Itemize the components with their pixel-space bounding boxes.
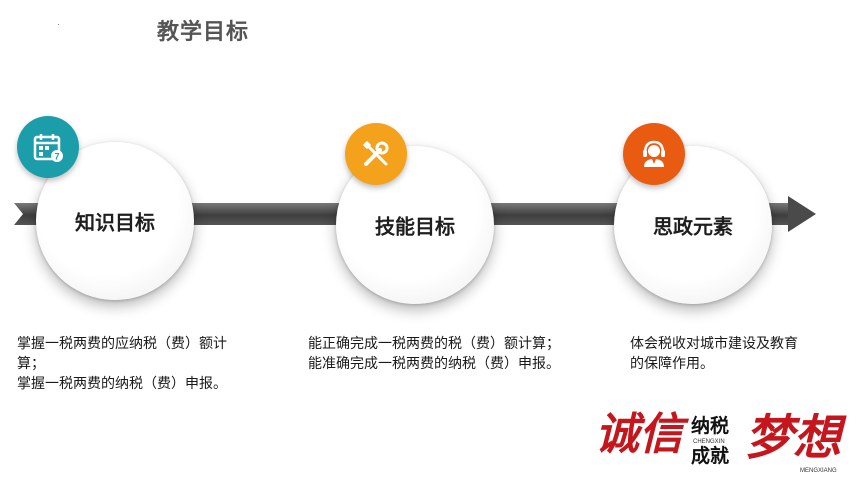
logo-left-big: 诚信 <box>595 409 689 460</box>
svg-text:7: 7 <box>54 152 59 162</box>
desc-line: 体会税收对城市建设及教育 <box>630 336 798 352</box>
support-agent-icon <box>623 123 685 185</box>
logo-right-big: 梦想 <box>745 410 847 466</box>
page-title: 教学目标 <box>157 20 250 45</box>
goal-desc-knowledge: 掌握一税两费的应纳税（费）额计 算； 掌握一税两费的纳税（费）申报。 <box>17 334 227 394</box>
timeline-arrow-head <box>788 196 816 232</box>
logo-middle-pinyin: CHENGXIN <box>693 439 725 445</box>
desc-line: 能准确完成一税两费的纳税（费）申报。 <box>308 356 560 372</box>
goal-desc-skill: 能正确完成一税两费的税（费）额计算； 能准确完成一税两费的纳税（费）申报。 <box>308 334 560 374</box>
tools-icon <box>345 123 407 185</box>
calendar-icon: 7 <box>17 116 79 178</box>
desc-line: 掌握一税两费的纳税（费）申报。 <box>17 376 227 392</box>
goal-title-ideology: 思政元素 <box>653 214 733 239</box>
stray-dot <box>58 24 59 25</box>
logo-middle-top: 纳税 <box>691 414 729 437</box>
desc-line: 能正确完成一税两费的税（费）额计算； <box>308 336 560 352</box>
desc-line: 掌握一税两费的应纳税（费）额计 <box>17 336 227 352</box>
goal-desc-ideology: 体会税收对城市建设及教育 的保障作用。 <box>630 334 798 374</box>
logo-middle-bottom: 成就 <box>691 444 729 467</box>
timeline-tail <box>14 203 23 225</box>
goal-title-skill: 技能目标 <box>375 214 455 239</box>
desc-line: 的保障作用。 <box>630 356 714 372</box>
desc-line: 算； <box>17 356 45 372</box>
logo-right-pinyin: MENGXIANG <box>800 468 837 474</box>
goal-title-knowledge: 知识目标 <box>75 210 155 235</box>
slogan-logo: 诚信 纳税 CHENGXIN 成就 梦想 MENGXIANG <box>595 409 847 474</box>
